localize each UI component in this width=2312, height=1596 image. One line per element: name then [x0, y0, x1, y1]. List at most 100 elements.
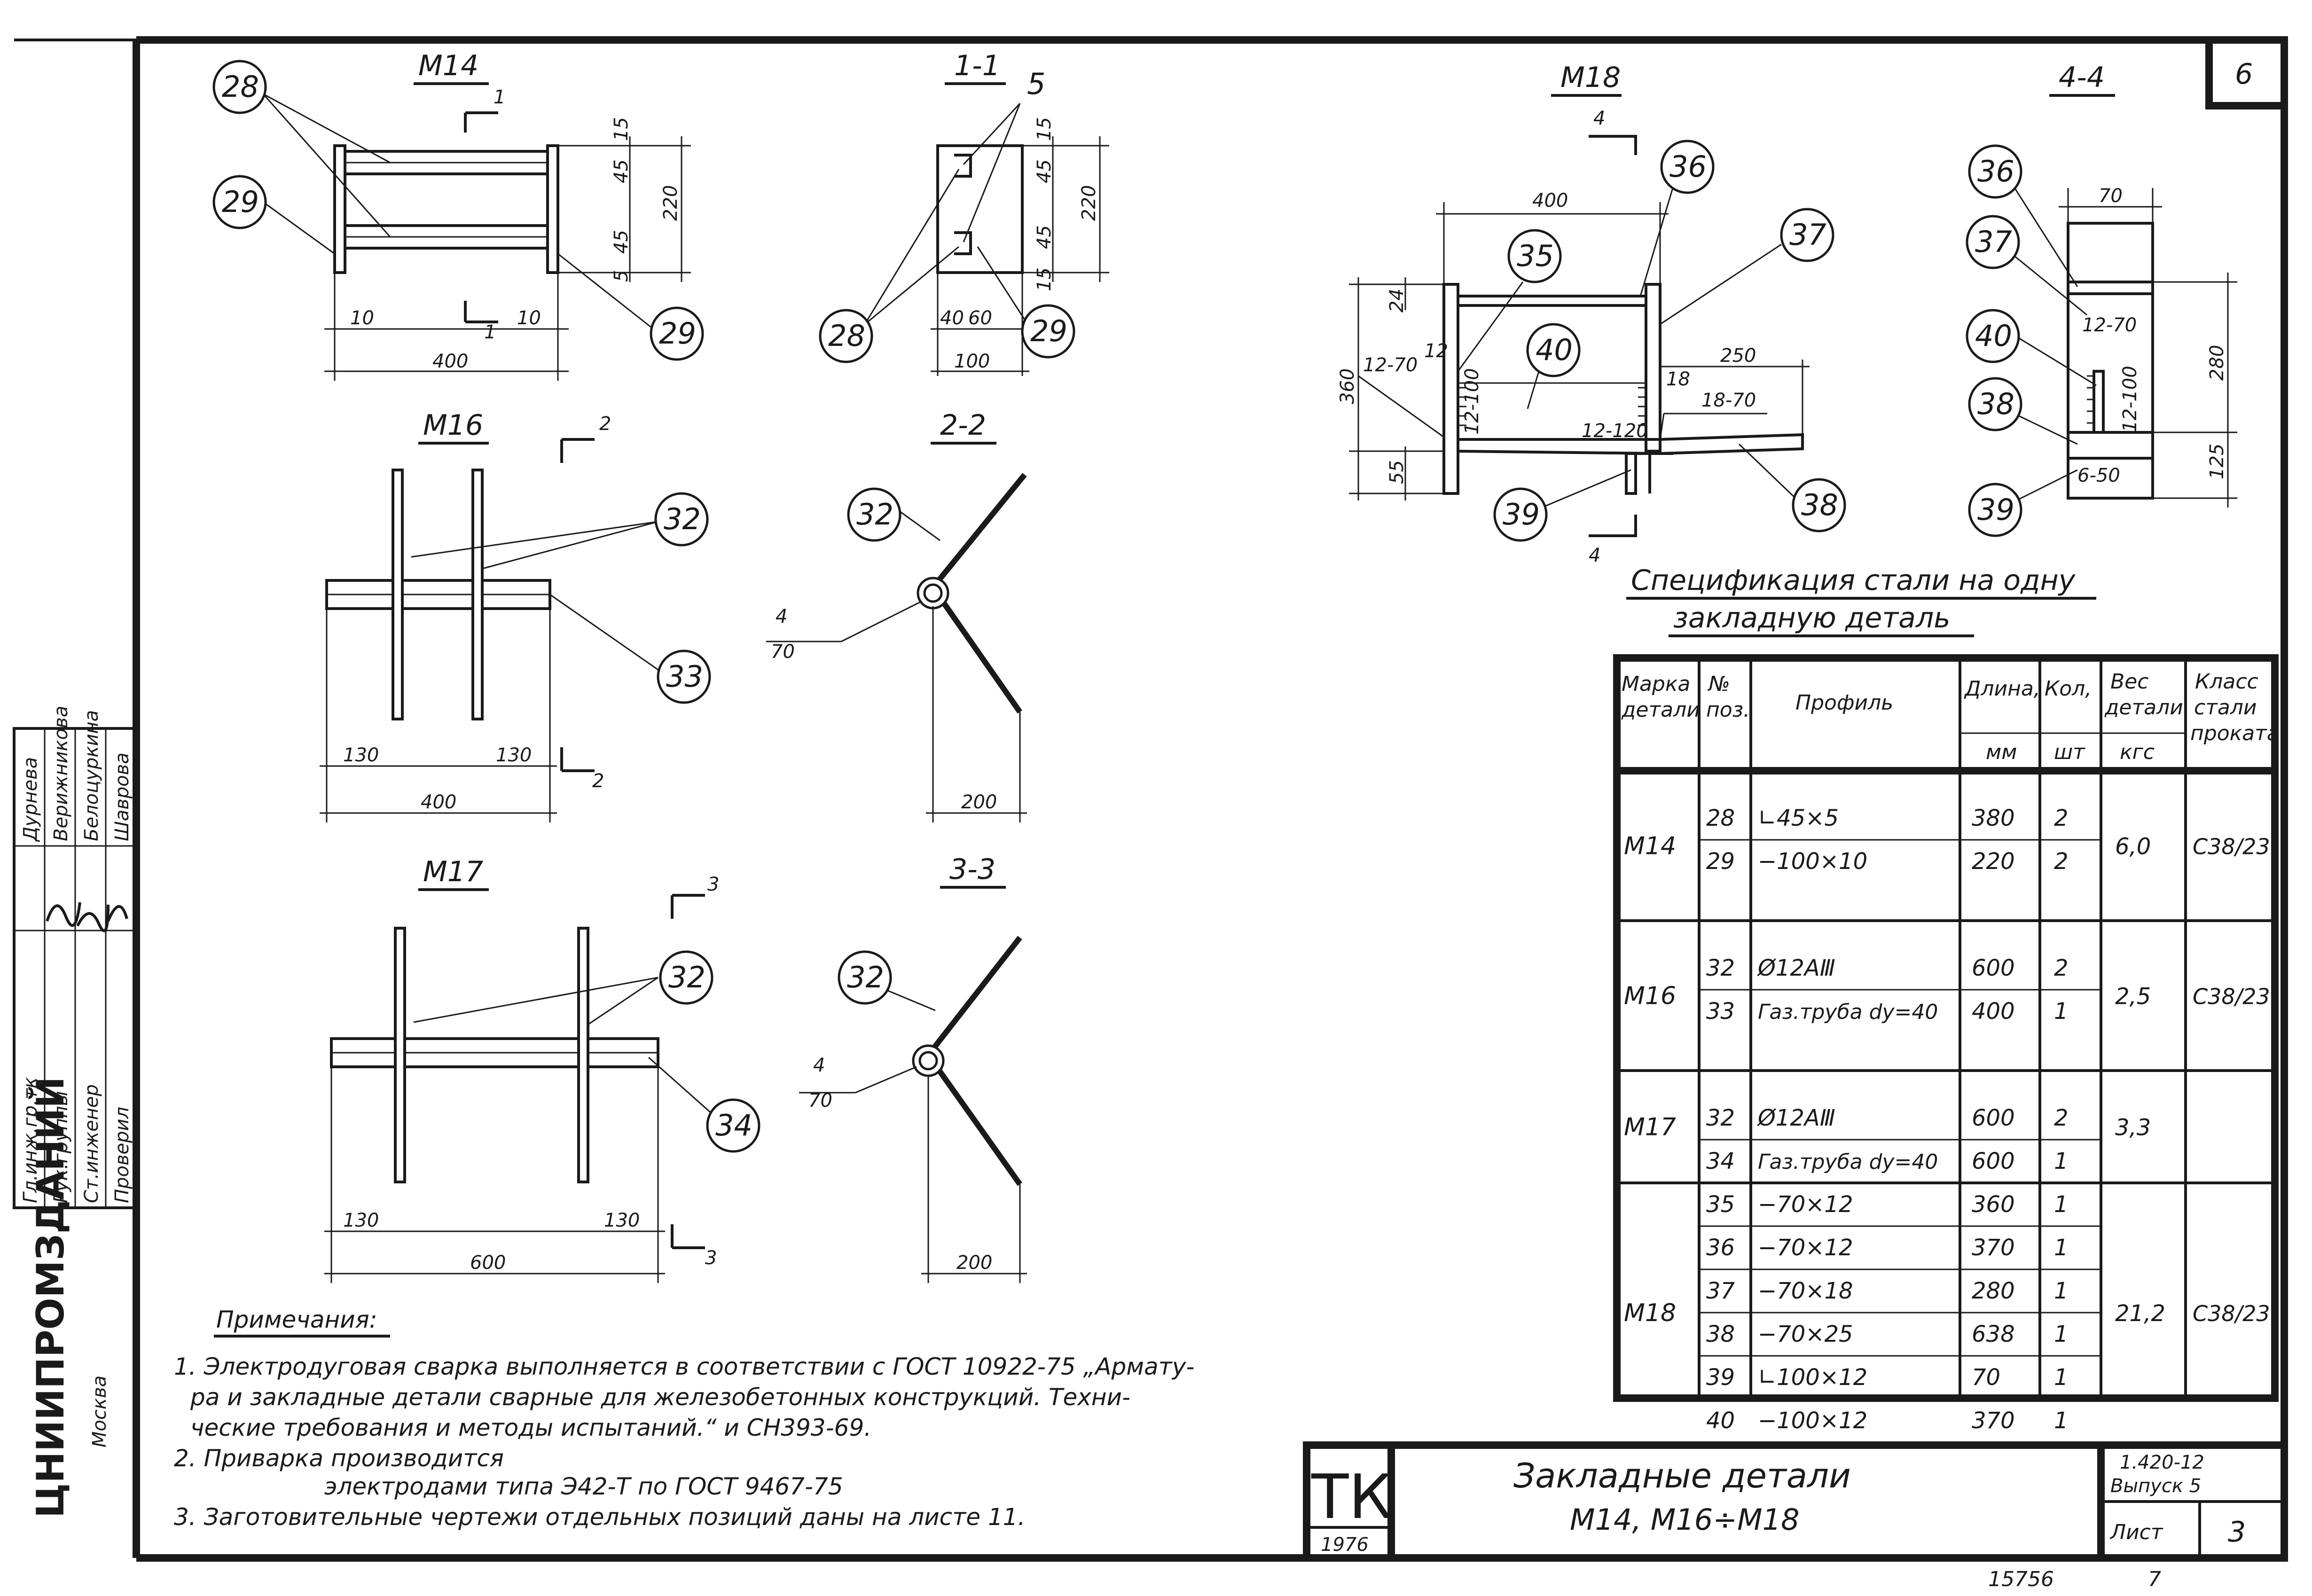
svg-text:250: 250 [1720, 345, 1756, 367]
svg-text:12-100: 12-100 [1461, 368, 1483, 435]
spec-cell-pos: 28 [1706, 805, 1735, 831]
spec-cell-profile: Ø12АⅢ [1757, 1105, 1835, 1131]
spec-cell-qty: 1 [2054, 998, 2069, 1025]
svg-text:130: 130 [496, 744, 532, 766]
svg-text:100: 100 [954, 351, 990, 372]
title-sheet-label: Лист [2109, 1520, 2163, 1544]
svg-text:1: 1 [484, 321, 496, 343]
svg-text:45: 45 [1034, 159, 1055, 183]
spec-cell-qty: 1 [2054, 1191, 2069, 1218]
hdr-qty: Кол, [2045, 677, 2092, 701]
spec-cell-profile: −70×12 [1758, 1191, 1853, 1218]
spec-cell-length: 380 [1972, 805, 2015, 831]
hdr-qty-unit: шт [2054, 740, 2085, 764]
svg-text:Спецификация стали на одну: Спецификация стали на одну [1631, 564, 2076, 597]
spec-cell-qty: 1 [2054, 1321, 2069, 1347]
svg-text:45: 45 [611, 230, 632, 254]
sheet-number-top: 6 [2205, 36, 2288, 110]
sec11-bubble-29: 29 [1030, 314, 1067, 348]
spec-cell-pos: 36 [1706, 1235, 1735, 1261]
spec-table: Марка детали № поз. Профиль Длина, мм Ко… [1613, 654, 2280, 1402]
svg-text:55: 55 [1386, 460, 1408, 484]
view-m16: М16 2 2 32 33 130 130 400 [320, 409, 711, 822]
signature-mark-2 [76, 904, 110, 932]
svg-text:3: 3 [707, 874, 719, 895]
sec44-bubble-40: 40 [1975, 319, 2012, 353]
svg-text:130: 130 [343, 1210, 379, 1231]
svg-text:Вес: Вес [2110, 670, 2148, 694]
m14-bubble-28: 28 [222, 70, 259, 104]
view-section-2-2: 2-2 32 4 70 200 [766, 409, 1027, 822]
svg-text:400: 400 [432, 351, 468, 372]
svg-text:4: 4 [813, 1055, 825, 1076]
spec-cell-length: 70 [1972, 1364, 2000, 1391]
svg-text:40: 40 [940, 307, 964, 329]
stamp-name-2: Верижникова [50, 706, 72, 841]
svg-text:10: 10 [350, 307, 374, 329]
view-m14: М14 1 1 15 45 45 5 220 10 10 400 [212, 49, 704, 381]
svg-text:3: 3 [705, 1247, 717, 1269]
svg-text:18: 18 [1666, 368, 1690, 390]
svg-text:Марка: Марка [1622, 672, 1690, 696]
svg-text:4: 4 [776, 606, 787, 627]
svg-text:130: 130 [343, 744, 379, 766]
note-2-line1: 2. Приварка производится [174, 1445, 504, 1472]
title-series: 1.420-12 [2120, 1452, 2204, 1473]
svg-text:12: 12 [1424, 340, 1448, 362]
hdr-length-unit: мм [1986, 740, 2017, 764]
sec44-bubble-39: 39 [1977, 493, 2014, 527]
stamp-name-1: Дурнева [20, 757, 41, 842]
spec-cell-profile: −100×10 [1758, 848, 1867, 875]
stamp-role-1: Гл.инж.гр.тк [20, 1077, 41, 1203]
spec-cell-length: 360 [1972, 1191, 2015, 1218]
svg-text:200: 200 [956, 1252, 992, 1274]
svg-text:125: 125 [2206, 444, 2228, 479]
spec-cell-length: 400 [1972, 998, 2015, 1025]
m14-bubble-29b: 29 [659, 316, 696, 351]
hdr-length: Длина, [1964, 677, 2040, 701]
spec-cell-length: 370 [1972, 1408, 2015, 1434]
svg-text:проката: проката [2190, 721, 2280, 745]
svg-text:24: 24 [1386, 289, 1408, 313]
svg-text:2: 2 [592, 770, 604, 792]
svg-text:2: 2 [599, 413, 611, 435]
svg-text:600: 600 [470, 1252, 506, 1274]
footer-mark: 7 [2148, 1567, 2161, 1591]
svg-text:70: 70 [771, 641, 795, 663]
spec-cell-length: 638 [1972, 1321, 2015, 1347]
spec-cell-weight: 2,5 [2115, 984, 2151, 1010]
spec-cell-pos: 29 [1706, 848, 1735, 875]
sec44-bubble-36: 36 [1977, 154, 2014, 188]
spec-cell-pos: 39 [1706, 1364, 1735, 1391]
spec-cell-profile: −70×12 [1758, 1235, 1853, 1261]
spec-cell-qty: 1 [2054, 1278, 2069, 1304]
svg-text:45: 45 [1034, 225, 1055, 249]
m18-bubble-40: 40 [1536, 333, 1573, 367]
svg-text:10: 10 [517, 307, 541, 329]
svg-text:15: 15 [611, 117, 632, 141]
spec-cell-profile: Газ.труба dy=40 [1758, 1150, 1938, 1174]
spec-cell-qty: 2 [2054, 848, 2069, 875]
signature-mark-3 [107, 905, 128, 922]
stamp-role-4: Проверил [111, 1107, 133, 1203]
stamp-name-3: Белоцуркина [81, 710, 102, 841]
spec-cell-pos: 34 [1706, 1148, 1735, 1174]
spec-cell-profile: ∟100×12 [1758, 1364, 1867, 1391]
svg-text:12-120: 12-120 [1582, 420, 1648, 442]
spec-cell-qty: 1 [2054, 1148, 2069, 1174]
svg-text:4: 4 [1593, 108, 1605, 129]
m17-bubble-34: 34 [715, 1108, 752, 1142]
title-name-1: Закладные детали [1513, 1456, 1851, 1495]
svg-text:220: 220 [660, 185, 682, 221]
sec22-bubble-32: 32 [856, 497, 893, 532]
spec-cell-pos: 38 [1706, 1321, 1735, 1347]
view-section-3-3: 3-3 32 4 70 200 [799, 853, 1027, 1283]
spec-cell-length: 600 [1972, 1148, 2015, 1174]
spec-cell-profile: −100×12 [1758, 1408, 1867, 1434]
title-name-2: М14, М16÷М18 [1570, 1502, 1800, 1537]
spec-cell-profile: Газ.труба dy=40 [1758, 1000, 1938, 1024]
sec44-title: 4-4 [2059, 61, 2105, 94]
footer-number: 15756 [1988, 1567, 2054, 1591]
spec-cell-length: 280 [1972, 1278, 2015, 1304]
